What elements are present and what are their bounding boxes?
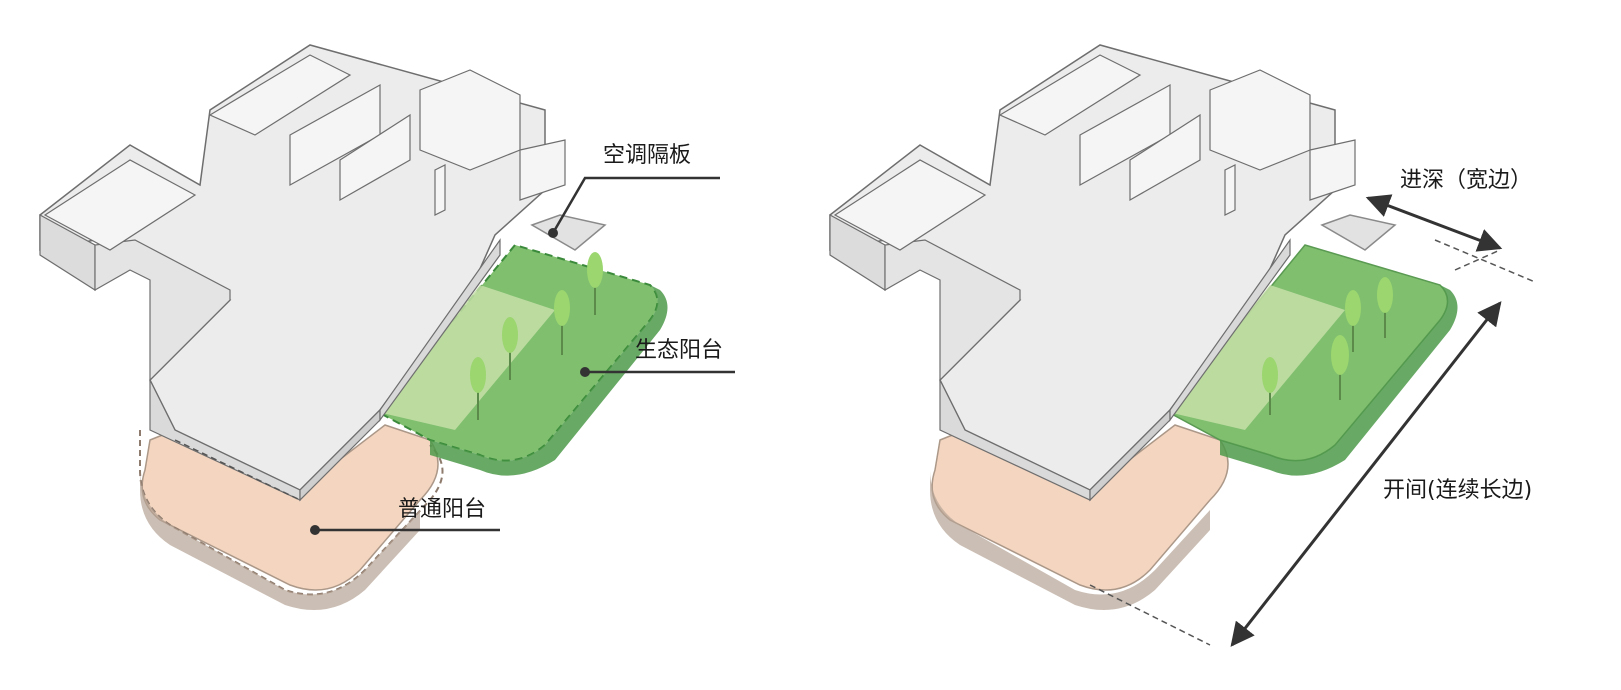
depth-arrow <box>1365 194 1503 252</box>
ac-partition <box>1320 214 1397 251</box>
label-eco-balcony: 生态阳台 <box>635 338 723 363</box>
right-interior-walls <box>833 54 1356 251</box>
label-width: 开间(连续长边) <box>1383 478 1532 503</box>
left-trees <box>470 252 603 420</box>
tree-icon <box>554 290 570 355</box>
tree-icon <box>470 357 486 420</box>
left-interior-walls <box>43 54 566 251</box>
label-normal-balcony: 普通阳台 <box>398 497 486 522</box>
left-floorplan: 空调隔板 生态阳台 普通阳台 <box>39 44 735 610</box>
right-floorplan: 进深（宽边） 开间(连续长边) <box>829 44 1536 647</box>
width-arrow <box>1230 301 1502 647</box>
label-depth: 进深（宽边） <box>1400 168 1532 193</box>
normal-balcony-rail <box>139 430 444 596</box>
ac-partition <box>530 214 607 251</box>
tree-icon <box>502 317 518 380</box>
dimension-lines <box>1089 194 1536 647</box>
eco-balcony-rail <box>430 285 668 476</box>
left-leaders <box>315 176 735 532</box>
label-ac-partition: 空调隔板 <box>603 143 691 168</box>
tree-icon <box>587 252 603 315</box>
